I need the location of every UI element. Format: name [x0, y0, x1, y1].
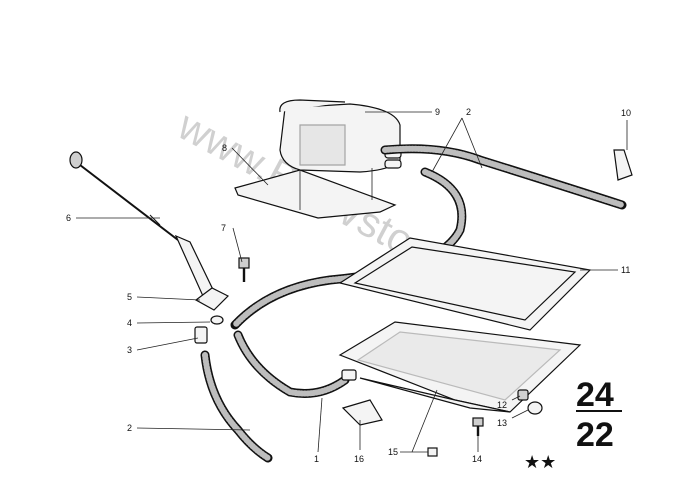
callout-12: 12: [497, 400, 507, 410]
mounting-bracket: [234, 168, 397, 219]
callout-9: 9: [435, 107, 440, 117]
bolt: [238, 257, 250, 282]
group-number-top: 24: [576, 376, 614, 414]
callout-2b: 2: [127, 423, 132, 433]
callout-4: 4: [127, 318, 132, 328]
callout-10: 10: [621, 108, 631, 118]
clip: [613, 149, 633, 181]
callout-16: 16: [354, 454, 364, 464]
pan-bolt: [472, 417, 484, 436]
dipstick-tube: [174, 234, 230, 311]
washer-small: [427, 447, 438, 457]
callout-5: 5: [127, 292, 132, 302]
callout-8: 8: [222, 143, 227, 153]
washer: [210, 315, 224, 325]
drain-plug: [517, 389, 529, 401]
callout-1: 1: [314, 454, 319, 464]
oil-pan: [338, 321, 582, 413]
oil-pan-gasket: [338, 237, 592, 331]
leader-lines: [76, 111, 628, 453]
hose-bracket: [341, 399, 383, 426]
group-number-bottom: 22: [576, 416, 614, 454]
callouts: 9 2 10 8 6 7 11 5 4 3 2 1 16 15 14 12 13: [66, 107, 631, 464]
callout-6: 6: [66, 213, 71, 223]
callout-13: 13: [497, 418, 507, 428]
reservoir-tank: [279, 99, 402, 173]
callout-7: 7: [221, 223, 226, 233]
group-number: 24 22: [576, 376, 622, 454]
drain-nut: [527, 401, 543, 415]
rating-stars: ★★: [524, 452, 556, 473]
callout-3: 3: [127, 345, 132, 355]
callout-11: 11: [621, 265, 630, 275]
callout-2a: 2: [466, 107, 471, 117]
sleeve: [194, 326, 208, 344]
dipstick: [69, 151, 179, 241]
hose-lower: [233, 330, 357, 398]
callout-14: 14: [472, 454, 482, 464]
callout-15: 15: [388, 447, 398, 457]
